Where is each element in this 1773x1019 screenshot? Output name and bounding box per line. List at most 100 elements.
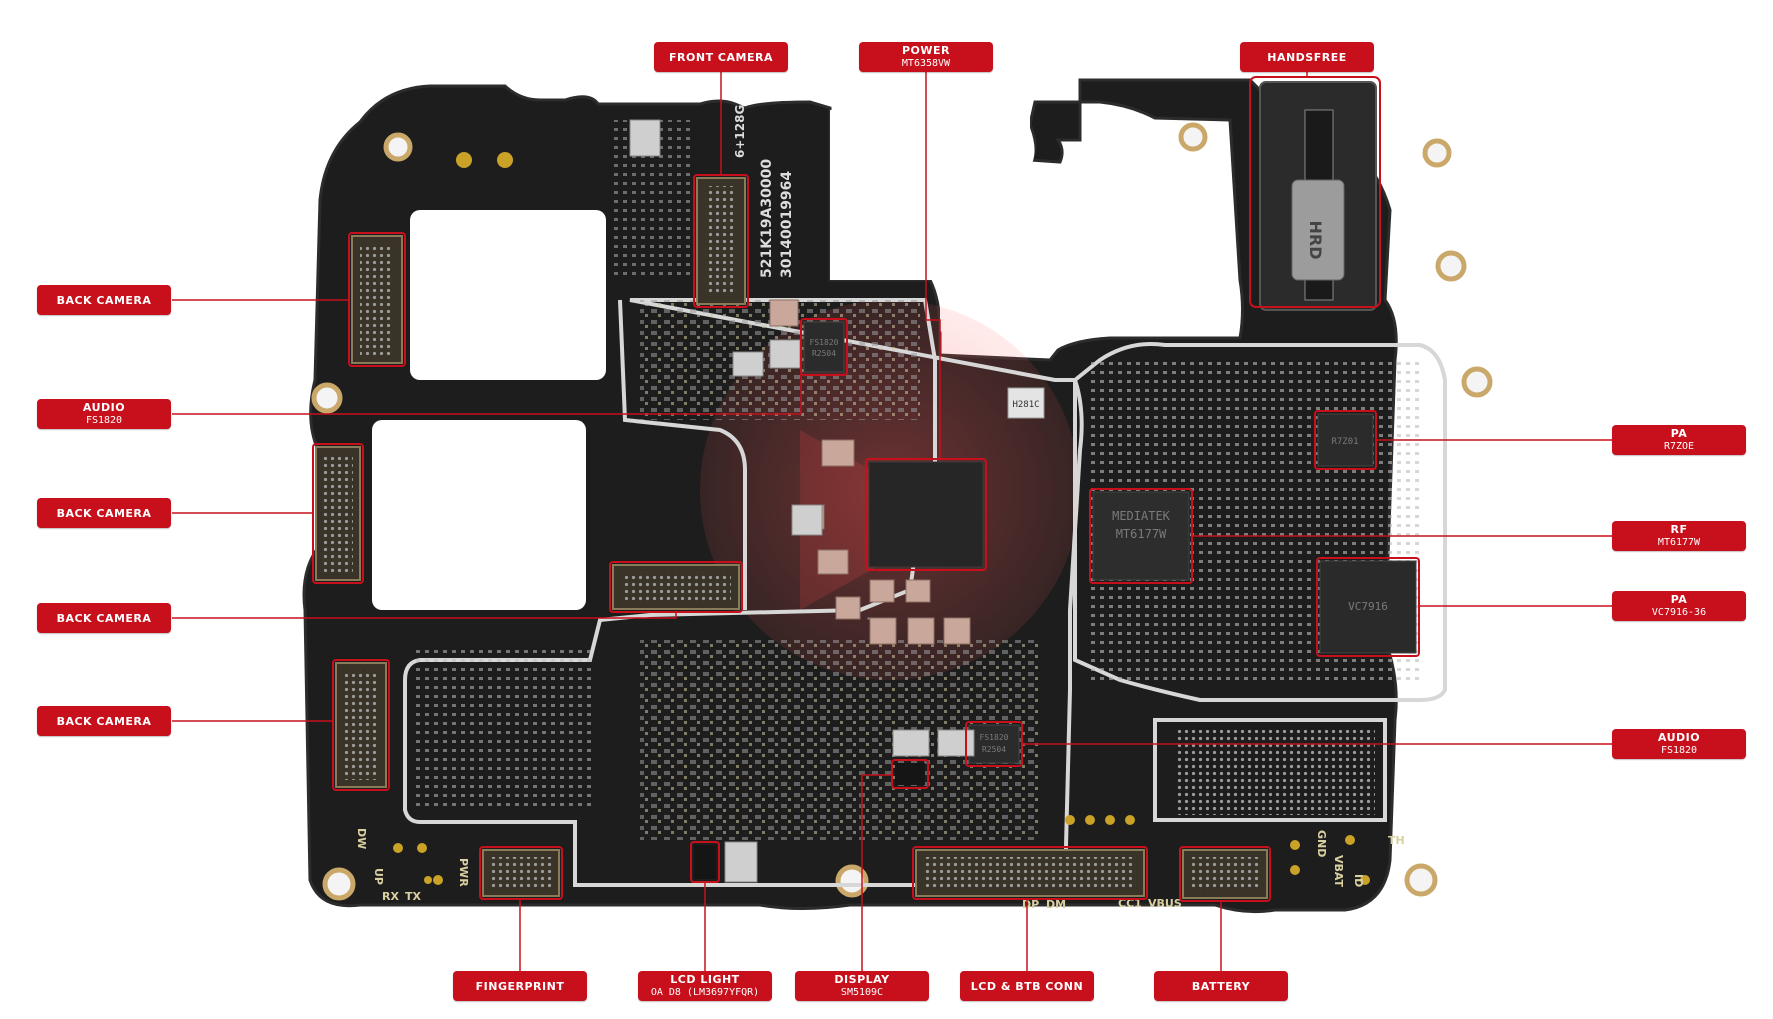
- leader-back-camera-3: [172, 612, 677, 619]
- hl-handsfree: [1249, 76, 1381, 308]
- silkscreen: 521K19A30000 30140019964 6+128G PWR RX T…: [355, 105, 1405, 911]
- silk-up: UP: [372, 868, 385, 885]
- hl-display: [891, 759, 929, 789]
- audio-ic-top: [803, 321, 845, 373]
- rf-chip-text-1: MEDIATEK: [1112, 509, 1171, 523]
- label-audio-left-sub: FS1820: [85, 415, 123, 426]
- display-ic-sm5109c: [895, 763, 925, 785]
- ic-h281c: [1007, 387, 1045, 419]
- label-audio-right: AUDIO FS1820: [1612, 729, 1746, 759]
- label-display-sub: SM5109C: [840, 987, 884, 998]
- label-display: DISPLAY SM5109C: [795, 971, 929, 1001]
- rf-chip-text-2: MT6177W: [1116, 527, 1167, 541]
- silk-pwr: PWR: [457, 858, 470, 887]
- label-back-camera-4: BACK CAMERA: [37, 706, 171, 736]
- label-front-camera-title: FRONT CAMERA: [669, 50, 773, 64]
- silk-rx: RX: [382, 890, 399, 903]
- silk-dw: DW: [355, 828, 368, 849]
- label-front-camera: FRONT CAMERA: [654, 42, 788, 72]
- leader-audio-left: [172, 347, 802, 415]
- label-audio-right-sub: FS1820: [1660, 745, 1698, 756]
- label-back-camera-1-title: BACK CAMERA: [56, 293, 152, 307]
- mounting-holes: [311, 122, 1493, 901]
- silk-vbus: VBUS: [1148, 897, 1182, 910]
- hl-pa-2: [1316, 557, 1420, 657]
- silk-cc1: CC1: [1118, 897, 1142, 910]
- label-fingerprint: FINGERPRINT: [453, 971, 587, 1001]
- label-rf-title: RF: [1670, 523, 1688, 536]
- label-pa-2: PA VC7916-36: [1612, 591, 1746, 621]
- silk-serial-2: 30140019964: [779, 171, 795, 278]
- power-ic-mt6358: [868, 461, 984, 568]
- label-power: POWER MT6358VW: [859, 42, 993, 72]
- label-lcd-light: LCD LIGHT OA D8 (LM3697YFQR): [638, 971, 772, 1001]
- label-handsfree: HANDSFREE: [1240, 42, 1374, 72]
- leader-display: [861, 774, 892, 971]
- label-back-camera-3: BACK CAMERA: [37, 603, 171, 633]
- label-power-title: POWER: [901, 44, 951, 57]
- audio-bottom-chip-text-2: R2504: [982, 745, 1006, 754]
- audio-top-chip-text-2: R2504: [812, 349, 836, 358]
- label-lcd-btb: LCD & BTB CONN: [960, 971, 1094, 1001]
- label-power-sub: MT6358VW: [901, 58, 951, 69]
- pa-ic-vc7916: [1319, 560, 1417, 654]
- fpc-connectors: [315, 177, 1268, 899]
- smd-field-left: [415, 650, 595, 810]
- silk-variant: 6+128G: [733, 105, 747, 158]
- silk-vbat: VBAT: [1332, 855, 1345, 888]
- metal-components: [629, 119, 975, 883]
- label-display-title: DISPLAY: [834, 973, 890, 986]
- silk-tx: TX: [405, 890, 422, 903]
- pa-ic-r7zoe: [1317, 413, 1374, 467]
- label-audio-right-title: AUDIO: [1657, 731, 1701, 744]
- silk-gnd: GND: [1315, 830, 1328, 857]
- label-back-camera-2: BACK CAMERA: [37, 498, 171, 528]
- jack-text: HRD: [1306, 221, 1325, 260]
- hl-back-camera-4: [332, 659, 390, 791]
- audio-ic-bottom: [968, 724, 1020, 764]
- pa2-chip-text: VC7916: [1348, 600, 1388, 613]
- label-battery: BATTERY: [1154, 971, 1288, 1001]
- label-battery-title: BATTERY: [1191, 979, 1251, 993]
- label-lcd-light-sub: OA D8 (LM3697YFQR): [650, 987, 760, 998]
- label-pa-1: PA R7ZOE: [1612, 425, 1746, 455]
- board-notch: [830, 110, 1058, 352]
- hl-fingerprint: [479, 846, 563, 900]
- label-rf: RF MT6177W: [1612, 521, 1746, 551]
- label-lcd-light-title: LCD LIGHT: [670, 973, 740, 986]
- audio-bottom-chip-text-1: FS1820: [980, 733, 1009, 742]
- label-lcd-btb-title: LCD & BTB CONN: [970, 979, 1084, 993]
- ic-h281c-text: H281C: [1012, 400, 1039, 410]
- label-rf-sub: MT6177W: [1657, 537, 1701, 548]
- label-handsfree-title: HANDSFREE: [1267, 50, 1347, 64]
- label-audio-left-title: AUDIO: [82, 401, 126, 414]
- silk-th: TH: [1388, 834, 1405, 847]
- label-pa-2-sub: VC7916-36: [1651, 607, 1707, 618]
- label-back-camera-1: BACK CAMERA: [37, 285, 171, 315]
- hl-battery: [1179, 846, 1271, 902]
- audio-top-chip-text-1: FS1820: [810, 338, 839, 347]
- label-fingerprint-title: FINGERPRINT: [475, 979, 565, 993]
- bga-bottom-right: [1175, 730, 1375, 815]
- leader-lines: [172, 72, 1612, 971]
- test-pads: [393, 152, 1370, 885]
- label-pa-1-sub: R7ZOE: [1663, 441, 1695, 452]
- camera-cutout-top: [410, 210, 606, 380]
- silk-serial-1: 521K19A30000: [759, 159, 775, 278]
- label-back-camera-2-title: BACK CAMERA: [56, 506, 152, 520]
- label-pa-1-title: PA: [1670, 427, 1688, 440]
- hl-lcd-btb: [912, 846, 1148, 900]
- leader-power: [925, 72, 941, 459]
- pa1-chip-text: R7Z01: [1331, 437, 1358, 447]
- hl-power: [865, 458, 987, 571]
- lcd-light-ic: [694, 845, 716, 879]
- label-pa-2-title: PA: [1670, 593, 1688, 606]
- headphone-jack: HRD: [1259, 81, 1377, 311]
- silk-dm: DM: [1046, 898, 1066, 911]
- rf-ic-mt6177: [1092, 491, 1190, 581]
- camera-cutout-middle: [372, 420, 586, 610]
- silk-id: ID: [1352, 874, 1365, 887]
- label-back-camera-4-title: BACK CAMERA: [56, 714, 152, 728]
- label-audio-left: AUDIO FS1820: [37, 399, 171, 429]
